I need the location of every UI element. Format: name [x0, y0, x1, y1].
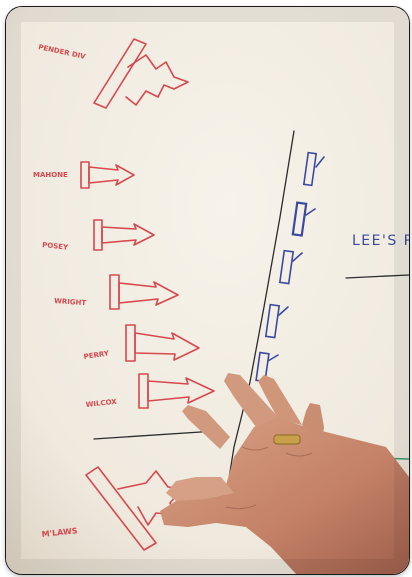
label-mahone: MAHONE — [33, 171, 68, 179]
photo-frame: PENDER DIV MAHONE POSEY WRIGHT PERRY WIL… — [6, 7, 409, 574]
ring — [274, 435, 300, 444]
whiteboard-photo: PENDER DIV MAHONE POSEY WRIGHT PERRY WIL… — [6, 7, 409, 574]
